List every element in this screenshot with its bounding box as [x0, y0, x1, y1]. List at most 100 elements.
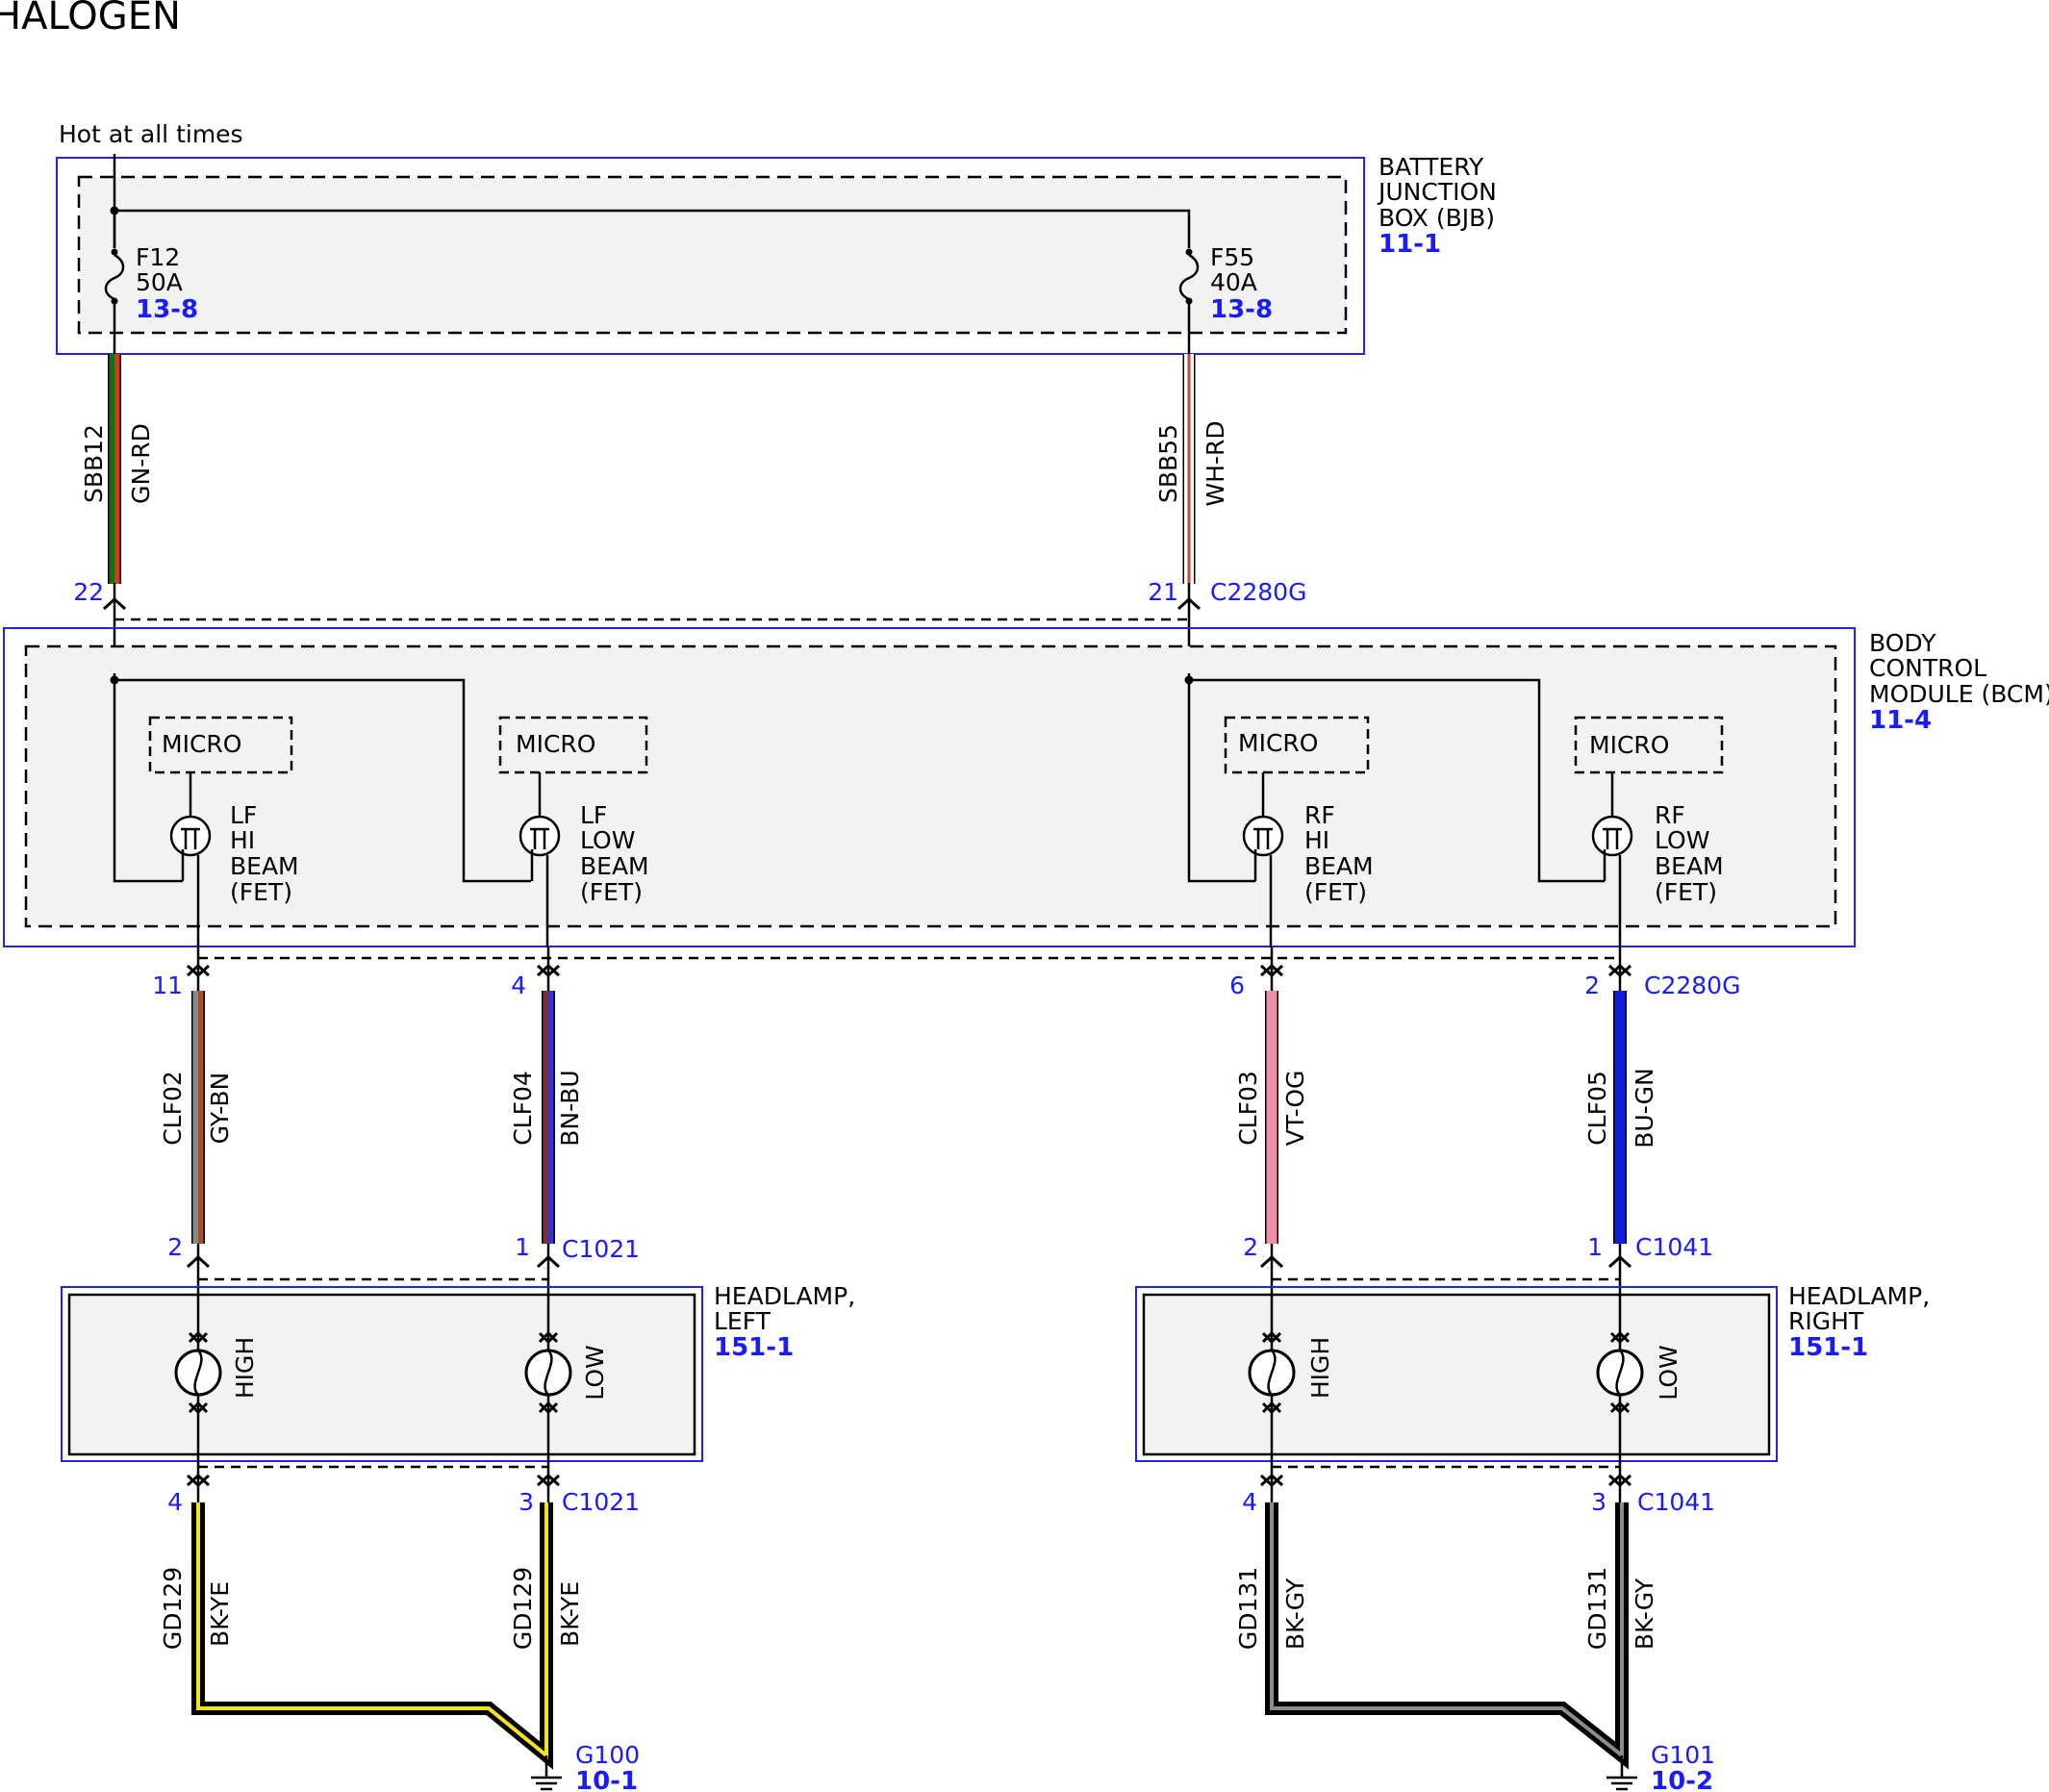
- pin-4-ground-left: 4: [167, 1488, 183, 1516]
- bcm-label: BODY CONTROL MODULE (BCM): [1869, 629, 2049, 708]
- pin-22: 22: [73, 578, 104, 606]
- wire-clf05: [1607, 947, 1632, 1295]
- wire-sbb55: [1182, 354, 1196, 584]
- fuse-f55-label: F55 40A: [1210, 243, 1262, 296]
- wire-body-clf03: [1265, 991, 1278, 1244]
- fuse-f12-label: F12 50A: [136, 243, 188, 296]
- bjb-label-line-1: BATTERY: [1379, 153, 1484, 181]
- fet-label-rf-hi: RF HI BEAM (FET): [1304, 801, 1381, 906]
- ground-g101-symbol: [1606, 1762, 1637, 1791]
- pin-4-bcm: 4: [511, 972, 526, 999]
- wire-clf04-circuit: CLF04: [509, 1071, 537, 1146]
- fet-label-lf-hi: LF HI BEAM (FET): [230, 801, 307, 906]
- micro-label-2: MICRO: [516, 730, 595, 758]
- bulb-1-icon: [174, 1295, 222, 1502]
- wire-clf02: [186, 947, 211, 1295]
- wire-gd131-left-circuit: GD131: [1234, 1567, 1262, 1650]
- diagram-title: HALOGEN: [0, 0, 181, 38]
- ground-g101-ref-link[interactable]: 10-2: [1651, 1767, 1713, 1792]
- micro-box-2: MICRO: [498, 716, 648, 774]
- bulb-label-left-low: LOW: [581, 1345, 609, 1400]
- bulb-label-right-low: LOW: [1655, 1345, 1682, 1400]
- connector-c2280g-top[interactable]: C2280G: [1210, 578, 1306, 606]
- connector-c1021-top[interactable]: C1021: [562, 1235, 640, 1263]
- ground-g100-symbol: [531, 1762, 562, 1791]
- bjb-label-line-3: BOX (BJB): [1379, 204, 1495, 232]
- wire-clf02-circuit: CLF02: [159, 1071, 187, 1146]
- ground-g101-label: G101: [1651, 1741, 1715, 1769]
- headlamp-right-ref-link[interactable]: 151-1: [1788, 1333, 1868, 1362]
- bulb-3-icon: [1248, 1295, 1296, 1502]
- wire-gd131-left-color-code: BK-GY: [1281, 1577, 1309, 1650]
- fuse-f12-rating: 50A: [136, 268, 183, 296]
- fet-switch-4: [1591, 772, 1633, 947]
- bulb-label-right-high: HIGH: [1306, 1337, 1334, 1399]
- bcm-label-line-2: CONTROL: [1869, 654, 1986, 682]
- wire-sbb12-circuit: SBB12: [80, 424, 108, 503]
- bjb-label: BATTERY JUNCTION BOX (BJB): [1377, 153, 1505, 232]
- wire-clf03: [1259, 947, 1284, 1295]
- pin-21: 21: [1148, 578, 1178, 606]
- pin-11: 11: [152, 972, 183, 999]
- fuse-f55-name: F55: [1210, 243, 1254, 271]
- pin-2-lamp-left: 2: [167, 1233, 183, 1261]
- headlamp-left-ref-link[interactable]: 151-1: [714, 1333, 794, 1362]
- pin-1-lamp-right: 1: [1587, 1233, 1603, 1261]
- wire-gd131-right-circuit: GD131: [1583, 1567, 1611, 1650]
- fet-switch-2: [519, 772, 561, 947]
- headlamp-left-label: HEADLAMP, LEFT: [714, 1282, 863, 1335]
- wire-clf04-color-code: BN-BU: [556, 1070, 584, 1146]
- wire-clf04: [536, 947, 561, 1295]
- wire-body-clf05: [1613, 991, 1627, 1244]
- supply-label: Hot at all times: [59, 120, 243, 148]
- bcm-label-line-1: BODY: [1869, 629, 1936, 657]
- wire-gd129: [191, 1502, 553, 1770]
- wire-sbb55-color-code: WH-RD: [1202, 420, 1229, 506]
- bjb-ref-link[interactable]: 11-1: [1379, 230, 1441, 259]
- micro-label-4: MICRO: [1589, 731, 1669, 759]
- wire-sbb55-circuit: SBB55: [1154, 424, 1182, 503]
- wire-sbb12-color-code: GN-RD: [127, 423, 155, 504]
- ground-g100-ref-link[interactable]: 10-1: [575, 1767, 638, 1792]
- pin-1-lamp-left: 1: [515, 1233, 530, 1261]
- wire-clf03-circuit: CLF03: [1234, 1071, 1262, 1146]
- wire-body-clf04: [542, 991, 555, 1244]
- pin-3-ground-left: 3: [519, 1488, 534, 1516]
- bulb-2-icon: [524, 1295, 572, 1502]
- micro-box-3: MICRO: [1224, 716, 1370, 774]
- ground-g100-label: G100: [575, 1741, 640, 1769]
- fuse-f12-name: F12: [136, 243, 180, 271]
- fuse-f55-ref-link[interactable]: 13-8: [1210, 295, 1273, 324]
- body-control-module[interactable]: [3, 627, 1856, 947]
- wire-clf05-circuit: CLF05: [1583, 1071, 1611, 1146]
- wire-gd129-left-color-code: BK-YE: [206, 1581, 234, 1647]
- wire-body-sbb12: [108, 354, 121, 584]
- fet-switch-1: [169, 772, 212, 947]
- bcm-label-line-3: MODULE (BCM): [1869, 680, 2049, 708]
- connector-c2280g-bottom[interactable]: C2280G: [1644, 972, 1740, 999]
- bjb-label-line-2: JUNCTION: [1377, 178, 1497, 206]
- wire-clf02-color-code: GY-BN: [206, 1073, 234, 1144]
- bulb-label-left-high: HIGH: [231, 1337, 259, 1399]
- headlamp-right[interactable]: [1135, 1286, 1778, 1462]
- battery-junction-box[interactable]: [56, 157, 1365, 355]
- wire-clf03-color-code: VT-OG: [1281, 1071, 1309, 1147]
- pin-3-ground-right: 3: [1591, 1488, 1606, 1516]
- pin-2-bcm: 2: [1584, 972, 1600, 999]
- micro-box-4: MICRO: [1574, 716, 1724, 774]
- wire-body-clf02: [191, 991, 205, 1244]
- bcm-ref-link[interactable]: 11-4: [1869, 706, 1932, 735]
- wire-gd129-right-color-code: BK-YE: [556, 1581, 584, 1647]
- fuse-f12-ref-link[interactable]: 13-8: [136, 295, 198, 324]
- headlamp-left[interactable]: [61, 1286, 703, 1462]
- connector-c1041-top[interactable]: C1041: [1635, 1233, 1713, 1261]
- pin-6: 6: [1229, 972, 1245, 999]
- pin-4-ground-right: 4: [1242, 1488, 1257, 1516]
- connector-c1041-bottom[interactable]: C1041: [1637, 1488, 1715, 1516]
- micro-label-3: MICRO: [1238, 729, 1318, 757]
- connector-c1021-bottom[interactable]: C1021: [562, 1488, 640, 1516]
- headlamp-right-label: HEADLAMP, RIGHT: [1788, 1282, 1937, 1335]
- wire-clf05-color-code: BU-GN: [1631, 1068, 1658, 1148]
- pin-2-lamp-right: 2: [1243, 1233, 1258, 1261]
